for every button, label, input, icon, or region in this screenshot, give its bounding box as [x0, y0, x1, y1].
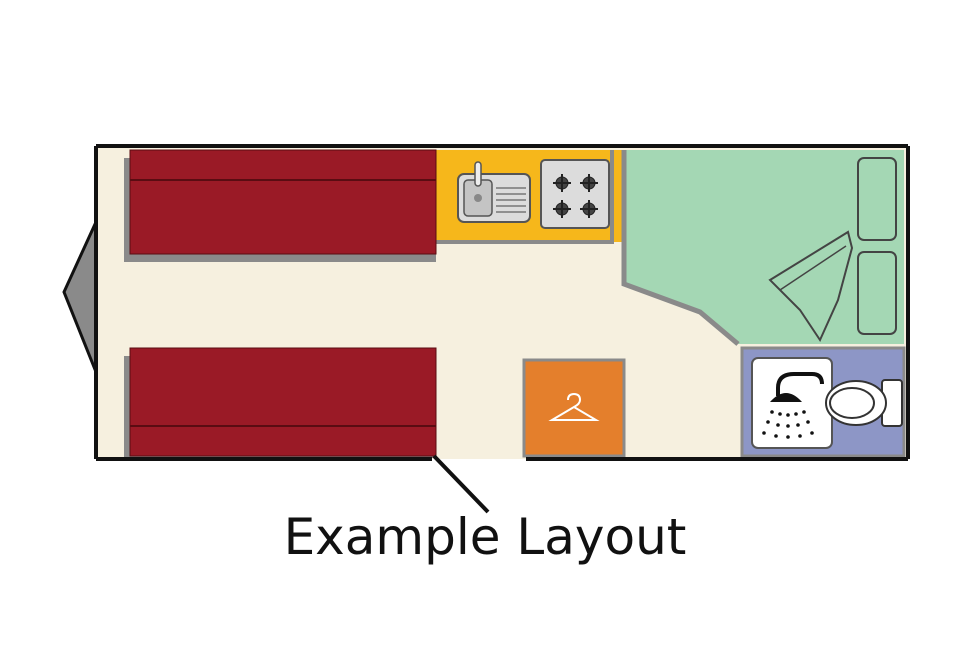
duvet-fold	[768, 230, 854, 343]
diagram-caption: Example Layout	[283, 508, 687, 566]
seat-front-upper	[124, 149, 437, 262]
seat-front-lower	[124, 347, 437, 458]
tow-hitch	[62, 221, 98, 373]
pillow-bottom	[857, 251, 897, 335]
shower-icon	[762, 372, 824, 439]
caravan-walls	[94, 144, 910, 461]
sink-icon	[457, 161, 531, 223]
caption-leader-line	[432, 454, 490, 514]
toilet-icon	[825, 379, 903, 427]
pillow-top	[857, 157, 897, 241]
hanger-icon	[548, 392, 600, 421]
hob-icon	[540, 159, 610, 229]
